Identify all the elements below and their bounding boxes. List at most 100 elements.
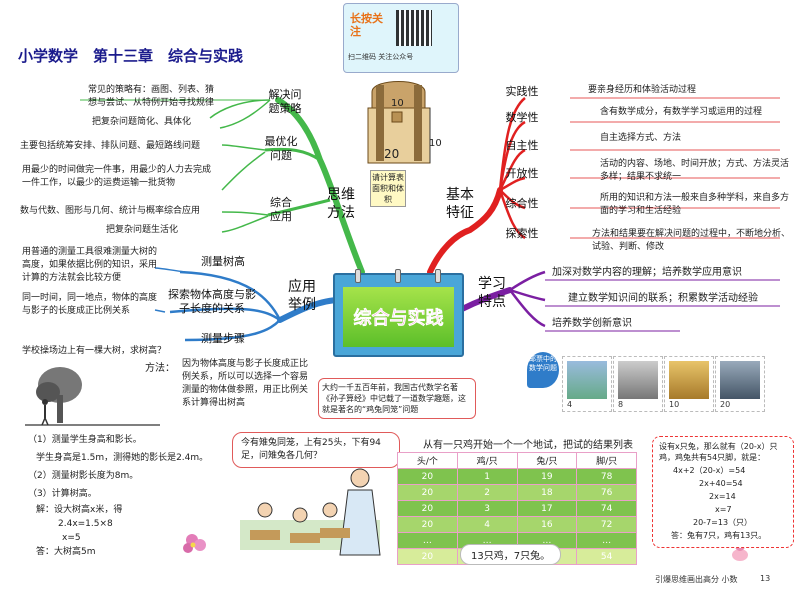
algebra-solution: 设有x只兔，那么就有（20-x）只 鸡，鸡兔共有54只脚，就是： 4x+2（20… (652, 436, 794, 548)
stamp-image (669, 361, 709, 399)
box-dim-bottom: 20 (384, 147, 400, 161)
qr-badge: 长按关注 扫二维码 关注公众号 (343, 3, 459, 73)
optimization-text-1: 主要包括统筹安排、排队问题、最短路线问题 (20, 141, 201, 151)
stamp-value: 8 (618, 400, 624, 409)
table-cell: … (576, 532, 637, 549)
feature-math-text: 含有数学成分，有数学学习或运用的过程 (600, 107, 763, 117)
solution-line: 4x+2（20-x）=54 (673, 466, 746, 475)
feature-comprehensive-text: 所用的知识和方法一般来自多种学科，来自多方面的学习和生活经验 (600, 193, 790, 216)
table-cell: 54 (576, 548, 637, 565)
footer-text: 引爆思维画出高分 小数 (655, 575, 738, 584)
table-header: 兔/只 (516, 452, 578, 469)
stamp-image (720, 361, 760, 399)
sub-integrated: 综合应用 (270, 196, 292, 223)
strategy-text-2: 把复杂问题简化、具体化 (92, 117, 192, 127)
history-note: 大约一千五百年前，我国古代数学名著《孙子算经》中记载了一道数学趣题，这就是著名的… (318, 378, 476, 419)
binder-ring (355, 269, 361, 283)
stamp-value: 4 (567, 400, 573, 409)
table-header: 鸡/只 (456, 452, 518, 469)
feature-practice-text: 要亲身经历和体验活动过程 (588, 85, 697, 95)
box-dim-top: 10 (391, 98, 404, 109)
solution-line: 鸡，鸡兔共有54只脚，就是： (659, 453, 766, 462)
step-2: （2）测量树影长度为8m。 (28, 471, 139, 481)
binder-ring (435, 269, 441, 283)
solution-line: 2x=14 (709, 492, 736, 501)
branch-features: 基本特征 (446, 187, 474, 221)
step-3: （3）计算树高。 (28, 489, 97, 499)
stamp-2: 8 (613, 356, 663, 412)
scholars-illustration (240, 468, 381, 556)
trial-result: 13只鸡，7只兔。 (460, 544, 562, 565)
qr-badge-title: 长按关注 (350, 12, 383, 38)
qr-code-icon (396, 10, 432, 46)
stamp-value: 20 (720, 400, 731, 409)
feature-autonomy: 自主性 (505, 139, 539, 152)
solution-line-1: 解：设大树高x米，得 (36, 505, 123, 515)
example-height-shadow: 探索物体高度与影子长度的关系 (168, 288, 256, 315)
branch-examples: 应用举例 (288, 279, 316, 313)
center-label: 综合与实践 (353, 308, 444, 330)
measure-tree-text: 用普通的测量工具很难测量大树的高度，如果依据比例的知识，采用计算的方法就会比较方… (22, 247, 158, 283)
table-cell: 74 (576, 500, 637, 517)
table-cell: 2 (456, 484, 518, 501)
learning-item-2: 建立数学知识间的联系；积累数学活动经验 (568, 293, 758, 304)
method-label: 方法： (145, 363, 175, 374)
center-inner: 综合与实践 (343, 287, 454, 347)
sub-optimization: 最优化问题 (264, 135, 298, 162)
table-cell: 76 (576, 484, 637, 501)
step-1-detail: 学生身高是1.5m，测得她的影长是2.4m。 (36, 453, 209, 463)
box-dim-side: 10 (429, 138, 442, 149)
stamp-title: 邮票中的数学问题 (527, 352, 559, 388)
integrated-text-2: 把复杂问题生活化 (106, 225, 179, 235)
feature-math: 数学性 (505, 111, 539, 124)
tree-question: 学校操场边上有一棵大树，求树高？ (22, 346, 167, 356)
stamp-4: 20 (715, 356, 765, 412)
feature-autonomy-text: 自主选择方式、方法 (600, 133, 682, 143)
table-cell: 72 (576, 516, 637, 533)
stamp-value: 10 (669, 400, 680, 409)
branch-learning: 学习特点 (478, 276, 506, 310)
table-cell: 78 (576, 468, 637, 485)
feature-comprehensive: 综合性 (505, 197, 539, 210)
table-cell: 20 (397, 516, 458, 533)
method-text: 因为物体高度与影子长度成正比例关系，所以可以选择一个容易测量的物体做参照，用正比… (182, 359, 309, 408)
feature-open-text: 活动的内容、场地、时间开放；方式、方法灵活多样；结果不求统一 (600, 159, 790, 182)
step-1: （1）测量学生身高和影长。 (28, 435, 142, 445)
table-row: ………… (397, 532, 637, 549)
solution-line: x=7 (715, 505, 732, 514)
strategy-text-1: 常见的策略有：画图、列表、猜想与尝试、从特例开始寻找规律 (88, 85, 215, 108)
feature-open: 开放性 (505, 167, 539, 180)
table-title: 从有一只鸡开始一个一个地试，把试的结果列表 (423, 440, 633, 451)
learning-item-1: 加深对数学内容的理解；培养数学应用意识 (552, 267, 742, 278)
chicken-rabbit-problem: 今有雉兔同笼，上有25头，下有94足，问雉兔各几何？ (232, 432, 400, 468)
example-measure-tree: 测量树高 (201, 255, 245, 268)
solution-answer: 答：大树高5m (36, 547, 96, 557)
table-cell: 20 (397, 500, 458, 517)
solution-line: 设有x只兔，那么就有（20-x）只 (659, 442, 778, 451)
stamp-3: 10 (664, 356, 714, 412)
feature-explore-text: 方法和结果要在解决问题的过程中，不断地分析、试验、判断、修改 (592, 229, 791, 252)
height-shadow-text: 同一时间，同一地点，物体的高度与影子的长度成正比例关系 (22, 293, 158, 316)
branch-thinking: 思维方法 (327, 187, 355, 221)
table-cell: 4 (456, 516, 518, 533)
solution-line: 2x+40=54 (699, 479, 743, 488)
stamp-image (567, 361, 607, 399)
integrated-text-1: 数与代数、图形与几何、统计与概率综合应用 (20, 206, 201, 216)
optimization-text-2: 用最少的时间做完一件事，用最少的人力去完成一件工作，以最少的运费运输一批货物 (22, 165, 212, 188)
table-header: 头/个 (397, 452, 458, 469)
solution-line-2: 2.4x=1.5×8 (58, 519, 113, 529)
feature-explore: 探索性 (505, 227, 539, 240)
solution-line: 答：兔有7只，鸡有13只。 (671, 531, 767, 540)
tree-illustration (25, 367, 160, 426)
feature-practice: 实践性 (505, 85, 539, 98)
table-cell: 17 (516, 500, 578, 517)
table-cell: 20 (397, 484, 458, 501)
learning-item-3: 培养数学创新意识 (552, 318, 632, 329)
table-cell: … (397, 532, 458, 549)
table-cell: 16 (516, 516, 578, 533)
table-cell: 3 (456, 500, 518, 517)
